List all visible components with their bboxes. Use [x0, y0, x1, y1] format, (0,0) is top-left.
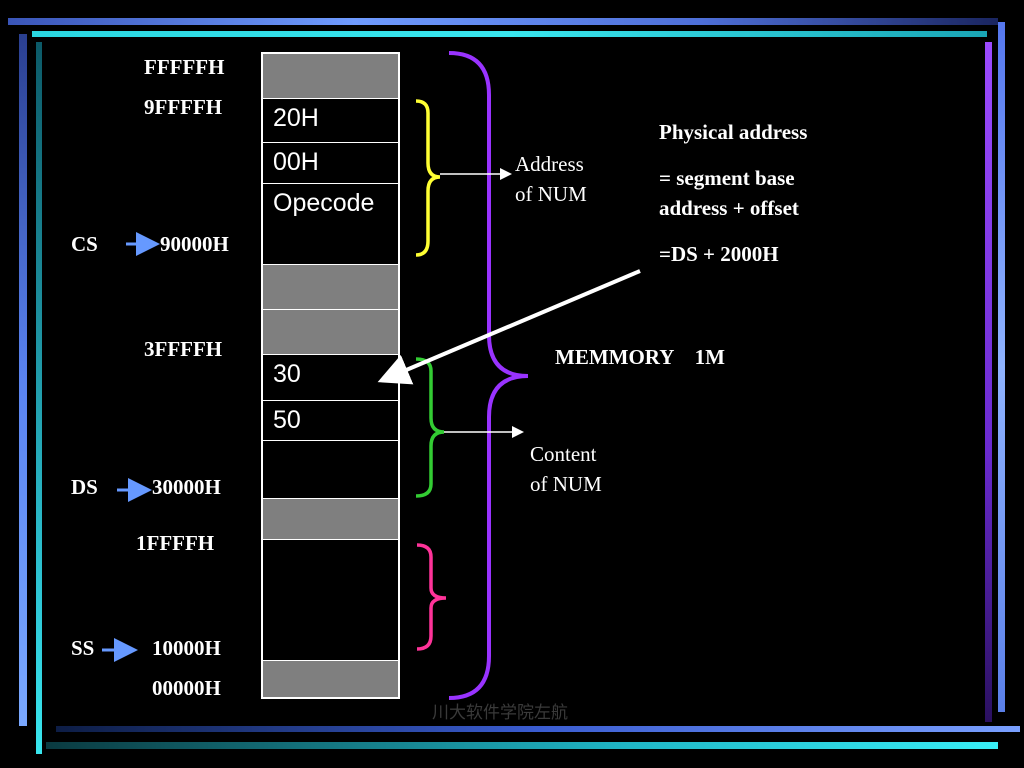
memory-cell-gap-2	[263, 310, 398, 355]
memory-cell-text: Opecode	[273, 189, 375, 217]
memory-cell-opcode: Opecode	[263, 184, 398, 265]
memory-cell-bottom	[263, 661, 398, 697]
content-brace	[415, 357, 445, 498]
address-of-num-line2: of NUM	[515, 182, 587, 206]
segment-ss-name: SS	[71, 636, 95, 660]
segment-cs-name: CS	[71, 232, 98, 256]
memory-cell-gap-3	[263, 499, 398, 540]
address-brace	[415, 99, 441, 257]
frame-bar-right-2	[998, 22, 1005, 712]
memory-cell-top	[263, 54, 398, 99]
frame-bar-top-2	[32, 31, 987, 37]
memory-cell-text: 00H	[273, 148, 319, 176]
physical-address-line2: address + offset	[659, 196, 799, 220]
physical-address-arrow	[377, 269, 641, 385]
memory-cell-30: 30	[263, 355, 398, 401]
address-label-1ffff: 1FFFFH	[136, 531, 215, 555]
memory-cell-empty-1	[263, 441, 398, 499]
frame-bar-left-2	[36, 42, 42, 754]
footer-credit: 川大软件学院左航	[432, 703, 568, 723]
stack-brace	[416, 543, 447, 651]
frame-bar-bottom-2	[46, 742, 998, 749]
memory-cell-20h: 20H	[263, 99, 398, 143]
memory-cell-text: 30	[273, 360, 301, 388]
segment-cs-address: 90000H	[160, 232, 229, 256]
address-label-9ffff: 9FFFFH	[144, 95, 223, 119]
memory-cell-text: 20H	[273, 104, 319, 132]
physical-address-line1: = segment base	[659, 166, 795, 190]
physical-address-line3: =DS + 2000H	[659, 242, 779, 266]
memory-size-label: MEMMORY 1M	[555, 345, 725, 369]
address-label-fffff: FFFFFH	[144, 55, 225, 79]
address-label-00000: 00000H	[152, 676, 221, 700]
memory-cell-empty-2	[263, 540, 398, 661]
address-of-num-line1: Address	[515, 152, 584, 176]
memory-cell-gap-1	[263, 265, 398, 310]
memory-cell-text: 50	[273, 406, 301, 434]
segment-ds-name: DS	[71, 475, 98, 499]
physical-address-title: Physical address	[659, 120, 808, 144]
frame-bar-left-1	[19, 34, 27, 726]
frame-bar-top-1	[8, 18, 998, 25]
memory-cell-00h: 00H	[263, 143, 398, 184]
frame-bar-bottom-1	[56, 726, 1020, 732]
content-of-num-line2: of NUM	[530, 472, 602, 496]
memory-cell-50: 50	[263, 401, 398, 441]
segment-ds-address: 30000H	[152, 475, 221, 499]
frame-bar-right-1	[985, 42, 992, 722]
segment-ss-address: 10000H	[152, 636, 221, 660]
address-label-3ffff: 3FFFFH	[144, 337, 223, 361]
content-of-num-line1: Content	[530, 442, 597, 466]
memory-brace	[448, 51, 529, 700]
